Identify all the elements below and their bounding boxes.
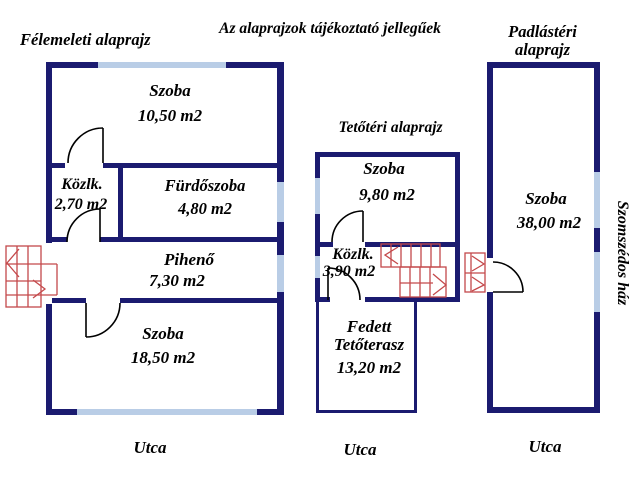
terrace-wall — [414, 302, 417, 413]
room-label-loft-szoba-area: 38,00 m2 — [516, 213, 582, 232]
stair-symbol-middle — [380, 243, 448, 298]
door-symbols — [66, 127, 524, 338]
door-arc — [331, 210, 364, 243]
wall — [315, 278, 320, 302]
terrace-wall — [316, 410, 417, 413]
wall — [277, 62, 284, 415]
room-label-terasz-name2: Tetőterasz — [333, 335, 405, 354]
wall — [46, 62, 52, 243]
wall — [103, 163, 277, 168]
street-label-middle: Utca — [343, 440, 377, 459]
room-label-loft-szoba-name: Szoba — [525, 189, 567, 208]
wall — [52, 163, 65, 168]
neighbor-house-label: Szomszédos ház — [614, 200, 631, 306]
room-label-attic-szoba-area: 9,80 m2 — [359, 185, 415, 204]
wall — [315, 242, 333, 247]
door-arc — [327, 267, 361, 301]
room-label-terasz-area: 13,20 m2 — [336, 358, 402, 377]
window — [594, 252, 600, 312]
disclaimer-text: Az alaprajzok tájékoztató jellegűek — [219, 20, 441, 37]
room-label-terasz-name1: Fedett — [346, 317, 392, 336]
room-label-attic-kozlk-name: Közlk. — [332, 246, 374, 263]
wall — [594, 228, 600, 252]
room-label-kozlk-area: 2,70 m2 — [54, 196, 108, 213]
room-label-szoba1-name: Szoba — [149, 81, 191, 100]
room-label-kozlk-name: Közlk. — [61, 176, 103, 193]
terrace-wall — [316, 302, 319, 413]
mezzanine-plan-title: Félemeleti alaprajz — [20, 30, 151, 49]
window — [594, 172, 600, 228]
door-arc — [85, 302, 121, 338]
wall — [594, 312, 600, 413]
stair-symbol-right — [464, 252, 486, 293]
window — [98, 62, 226, 68]
room-label-attic-kozlk-area: 3,90 m2 — [322, 263, 376, 280]
window — [77, 409, 257, 415]
window — [277, 182, 284, 222]
door-arc — [67, 127, 104, 164]
wall — [52, 237, 67, 242]
door-arc — [66, 208, 101, 243]
wall — [487, 62, 600, 68]
room-label-piheno-name: Pihenő — [163, 250, 215, 269]
wall — [487, 292, 493, 413]
room-label-szoba1-area: 10,50 m2 — [137, 106, 203, 125]
mezzanine-walls — [46, 62, 284, 415]
wall — [46, 304, 52, 415]
wall — [118, 168, 123, 242]
wall — [455, 152, 460, 302]
stair-symbol-left — [5, 245, 58, 308]
wall — [594, 62, 600, 172]
door-arc — [492, 261, 524, 293]
wall — [315, 297, 330, 302]
street-label-left: Utca — [133, 438, 167, 457]
wall — [487, 62, 493, 258]
wall — [315, 214, 320, 256]
loft-plan-title-line1: Padlástéri — [508, 22, 577, 41]
loft-plan-title-line2: alaprajz — [514, 40, 570, 59]
room-label-szoba2-name: Szoba — [142, 324, 184, 343]
room-label-piheno-area: 7,30 m2 — [149, 271, 205, 290]
room-label-furdoszoba-area: 4,80 m2 — [177, 199, 233, 218]
room-label-furdoszoba-name: Fürdőszoba — [164, 176, 246, 195]
wall — [315, 152, 320, 178]
wall — [52, 298, 86, 303]
window — [277, 255, 284, 292]
window — [315, 178, 320, 214]
wall — [365, 297, 460, 302]
attic-plan-title: Tetőtéri alaprajz — [338, 119, 443, 136]
wall — [100, 237, 277, 242]
room-label-szoba2-area: 18,50 m2 — [130, 348, 196, 367]
room-label-attic-szoba-name: Szoba — [363, 159, 405, 178]
window — [315, 256, 320, 278]
wall — [487, 407, 600, 413]
wall — [120, 298, 277, 303]
wall — [315, 152, 460, 157]
street-label-right: Utca — [528, 437, 562, 456]
loft-walls — [487, 62, 600, 413]
